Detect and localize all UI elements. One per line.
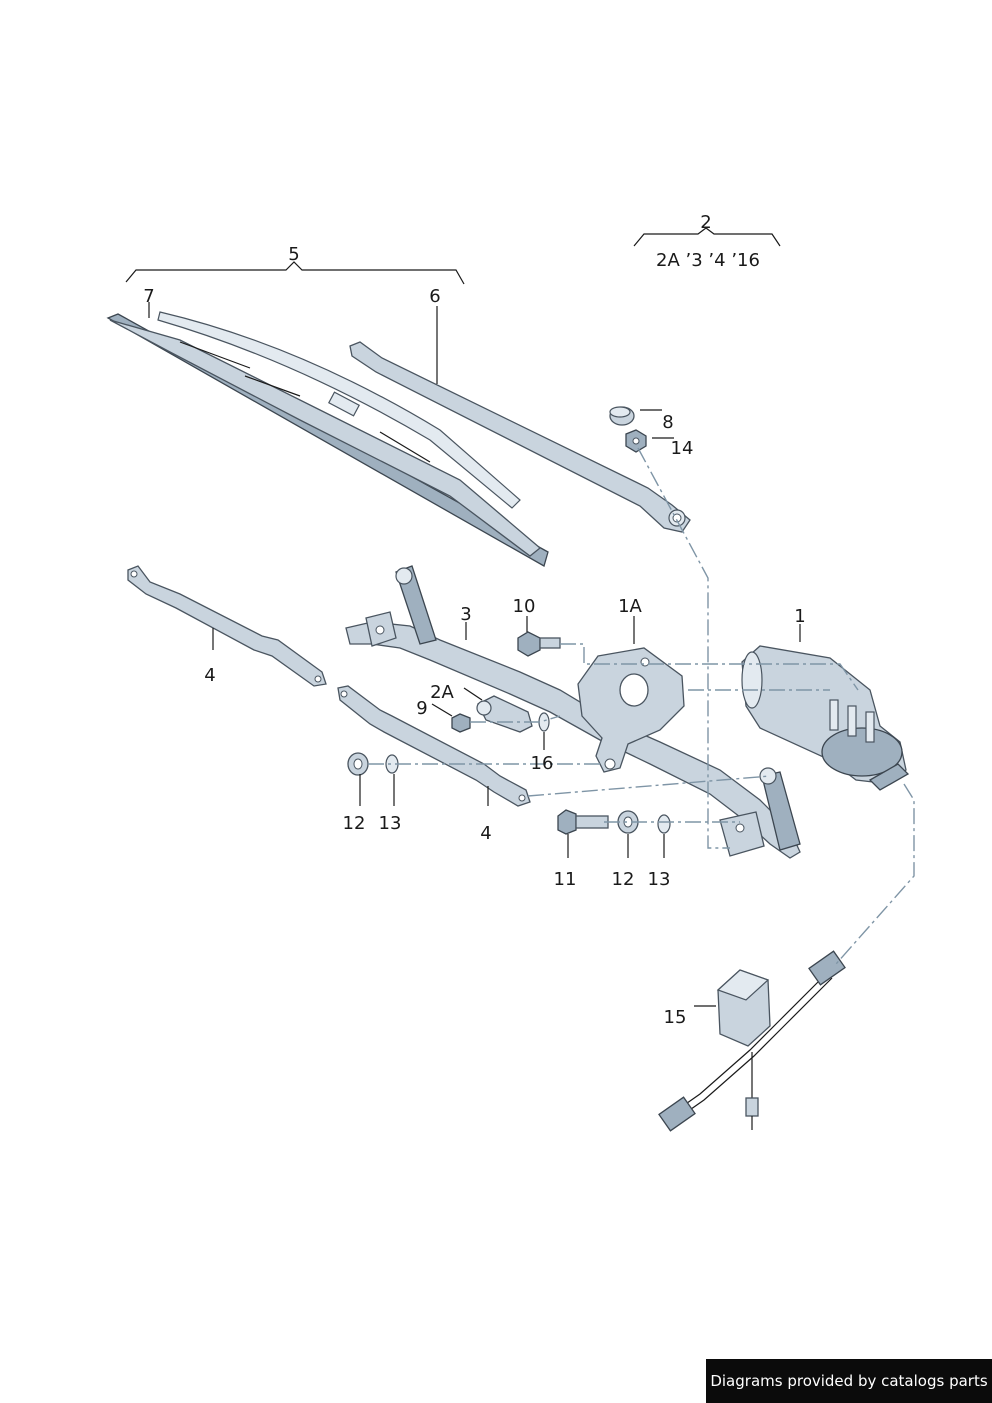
- label-13-right: 13: [648, 869, 671, 890]
- wiper-blade: [106, 311, 549, 567]
- wiring-harness: [658, 950, 846, 1132]
- bolt-10: [517, 631, 561, 657]
- label-1A: 1A: [618, 596, 642, 617]
- label-15: 15: [664, 1007, 687, 1028]
- bushing-12-left: [347, 752, 369, 776]
- label-13-left: 13: [379, 813, 402, 834]
- wiper-arm: [349, 341, 691, 533]
- label-11: 11: [554, 869, 577, 890]
- drive-link-lower: [337, 685, 531, 807]
- label-3: 3: [460, 604, 471, 625]
- nut-14: [625, 429, 647, 453]
- group-brace-2: [633, 227, 781, 247]
- bracket-2A: [476, 695, 533, 733]
- cap-8: [609, 406, 635, 426]
- label-1: 1: [794, 606, 805, 627]
- label-2-subparts: 2A ’3 ’4 ’16: [656, 250, 760, 271]
- callout-labels: 5 2 2A ’3 ’4 ’16 7 6 8 14 10 1A 1 3 4 2A…: [143, 212, 805, 1028]
- washer-13-right: [657, 814, 671, 834]
- label-12-right: 12: [612, 869, 635, 890]
- label-16: 16: [531, 753, 554, 774]
- label-4-lower: 4: [480, 823, 491, 844]
- bolt-11: [557, 809, 609, 835]
- label-8: 8: [662, 412, 673, 433]
- credit-footer: Diagrams provided by catalogs parts: [706, 1359, 992, 1403]
- label-14: 14: [671, 438, 694, 459]
- label-9: 9: [416, 698, 427, 719]
- drive-link-upper: [127, 565, 327, 687]
- nut-9: [451, 713, 471, 733]
- label-5: 5: [288, 244, 299, 265]
- relay-15: [716, 969, 771, 1047]
- label-12-left: 12: [343, 813, 366, 834]
- leader-lines: [148, 302, 801, 1007]
- label-7: 7: [143, 286, 154, 307]
- label-10: 10: [513, 596, 536, 617]
- assembly-lines: [368, 447, 915, 965]
- label-2: 2: [700, 212, 711, 233]
- wiper-motor: [741, 645, 910, 791]
- label-4-upper: 4: [204, 665, 215, 686]
- washer-16: [538, 712, 550, 732]
- label-2A: 2A: [430, 682, 454, 703]
- group-brace-5: [125, 261, 465, 285]
- wiper-frame-linkage: [345, 565, 801, 859]
- label-6: 6: [429, 286, 440, 307]
